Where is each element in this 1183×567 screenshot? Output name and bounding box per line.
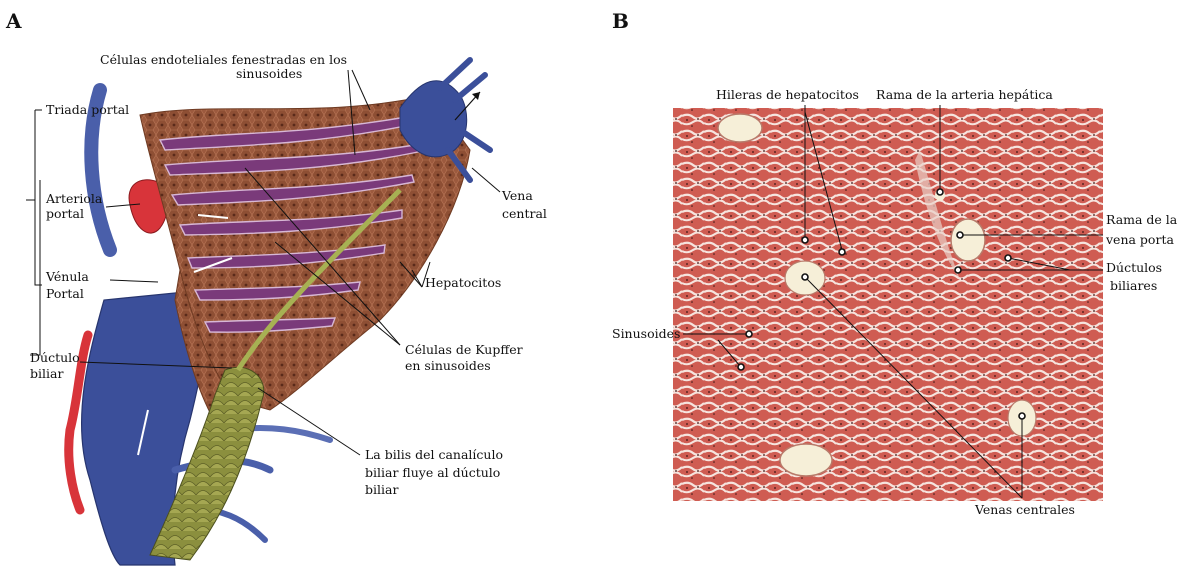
label-central-veins: Venas centrales xyxy=(974,502,1075,517)
label-bile-line1: La bilis del canalículo xyxy=(365,447,503,462)
label-hepatic-artery-branch: Rama de la arteria hepática xyxy=(876,87,1053,102)
label-kupffer-line2: en sinusoides xyxy=(405,358,491,373)
label-hepatocyte-rows: Hileras de hepatocitos xyxy=(716,87,859,102)
label-hepatocytes: Hepatocitos xyxy=(425,275,501,290)
panel-a-letter: A xyxy=(5,9,22,33)
label-endothelial-line2: sinusoides xyxy=(236,66,302,81)
label-portal-vein-branch-line1: Rama de la xyxy=(1106,212,1178,227)
label-kupffer-line1: Células de Kupffer xyxy=(405,342,523,357)
label-bile-ductules-line2: biliares xyxy=(1110,278,1157,293)
label-bile-line2: biliar fluye al dúctulo xyxy=(365,465,500,480)
label-portal-triad: Triada portal xyxy=(46,102,129,117)
label-venule-line1: Vénula xyxy=(45,269,89,284)
label-arteriole-line2: portal xyxy=(46,206,84,221)
panel-b: B xyxy=(612,9,1178,517)
label-arteriole-line1: Arteriola xyxy=(45,191,103,206)
label-ductule-line2: biliar xyxy=(30,366,63,381)
lobule-illustration xyxy=(69,60,490,565)
label-ductule-line1: Dúctulo xyxy=(30,350,80,365)
panel-b-letter: B xyxy=(612,9,629,33)
label-venule-line2: Portal xyxy=(46,286,84,301)
label-portal-vein-branch-line2: vena porta xyxy=(1105,232,1174,247)
label-endothelial-line1: Células endoteliales fenestradas en los xyxy=(100,52,347,67)
panel-a: A xyxy=(5,9,547,565)
portal-vein-branch-lumen xyxy=(951,219,985,261)
portal-lumen-top xyxy=(718,114,762,142)
label-central-vein-line2: central xyxy=(502,206,547,221)
label-sinusoids: Sinusoides xyxy=(612,326,680,341)
histology-micrograph xyxy=(673,108,1103,501)
label-bile-ductules-line1: Dúctulos xyxy=(1106,260,1162,275)
portal-lumen-bottom xyxy=(780,444,832,476)
label-central-vein-line1: Vena xyxy=(501,188,533,203)
label-bile-line3: biliar xyxy=(365,482,398,497)
